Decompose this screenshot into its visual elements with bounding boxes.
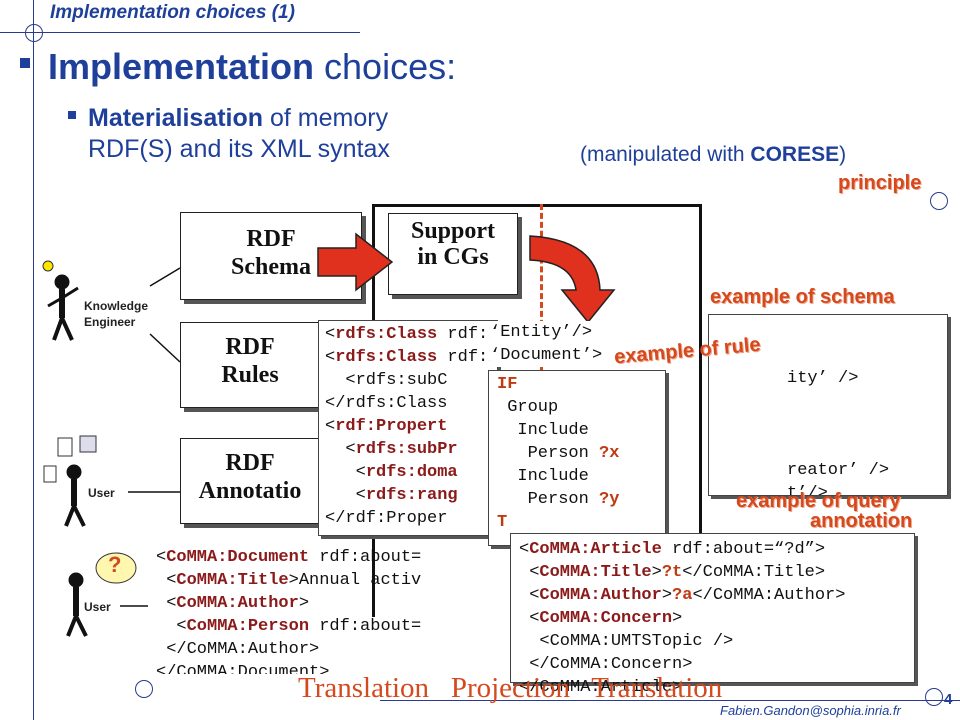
curved-arrow-icon xyxy=(529,235,616,324)
rdfs-code-box: <rdfs:Class rdf:ID= <rdfs:Class rdf:ID= … xyxy=(318,320,498,536)
tag-example-query[interactable]: example of query xyxy=(736,490,901,512)
footer-rule-line xyxy=(380,700,960,701)
schema-example-box: ity’ /> reator’ /> t’/> xyxy=(708,314,948,496)
corner-circle xyxy=(925,688,943,706)
rdfs-code-tail: ‘Entity’/> ‘Document’> xyxy=(490,321,603,367)
bullet-icon xyxy=(20,58,30,68)
bullet-icon xyxy=(68,111,76,119)
page-title: Implementation choices: xyxy=(48,46,457,87)
query-example-box: <CoMMA:Article rdf:about=“?d”> <CoMMA:Ti… xyxy=(510,533,915,697)
header-rule-line xyxy=(0,32,360,33)
tag-example-schema[interactable]: example of schema xyxy=(710,286,895,308)
user-label: User xyxy=(88,486,115,500)
manipulated-note: (manipulated with CORESE) xyxy=(580,143,847,166)
tag-annotation[interactable]: annotation xyxy=(810,510,913,532)
header-title: Implementation choices (1) xyxy=(50,2,295,23)
corner-circle xyxy=(930,192,948,210)
author-email[interactable]: Fabien.Gandon@sophia.inria.fr xyxy=(720,703,901,718)
question-mark: ? xyxy=(108,552,122,577)
tag-principle[interactable]: principle xyxy=(838,172,922,194)
user-label: User xyxy=(84,600,111,614)
red-arrow-icon xyxy=(317,232,394,292)
rule-example-box: IF Group Include Person ?x Include Perso… xyxy=(488,370,666,546)
knowledge-engineer-icon xyxy=(42,260,79,341)
footer-labels: Translation Projection Translation xyxy=(298,672,723,704)
page-number: 4 xyxy=(944,691,953,708)
annotation-code: <CoMMA:Document rdf:about= <CoMMA:Title>… xyxy=(156,548,422,674)
corner-circle xyxy=(25,24,43,42)
corner-circle xyxy=(135,680,153,698)
link-line xyxy=(149,333,181,363)
user-icon xyxy=(43,435,97,527)
left-rule-line xyxy=(33,0,34,720)
user-question-icon xyxy=(66,552,137,637)
link-line xyxy=(149,267,181,287)
